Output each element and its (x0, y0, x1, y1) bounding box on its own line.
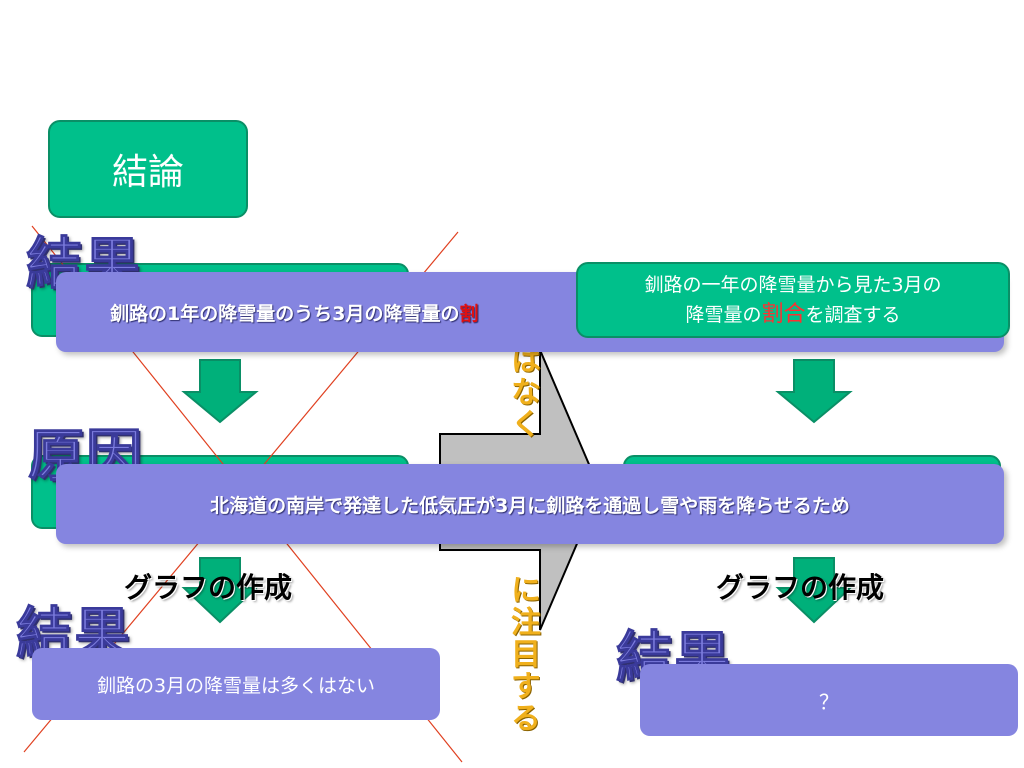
vertical-text-upper: はなく (505, 344, 540, 440)
cause-banner: 北海道の南岸で発達した低気圧が3月に釧路を通過し雪や雨を降らせるため (56, 464, 1004, 544)
left-down-arrow-1 (181, 359, 259, 424)
right-graph-label: グラフの作成 (716, 571, 885, 604)
conclusion-title: 結論 (48, 120, 248, 218)
top-banner-text: 釧路の1年の降雪量のうち3月の降雪量の割 (110, 302, 479, 325)
right-result-box: ？ (640, 664, 1018, 736)
right-down-arrow-1 (775, 359, 853, 424)
right-down-arrow-2 (775, 557, 853, 624)
vertical-text-lower: に注目する (505, 574, 540, 734)
left-graph-label: グラフの作成 (124, 571, 293, 604)
left-result-box: 釧路の3月の降雪量は多くはない (32, 648, 440, 720)
right-top-box: 釧路の一年の降雪量から見た3月の 降雪量の割合を調査する (576, 262, 1010, 338)
left-down-arrow-2 (181, 557, 259, 624)
